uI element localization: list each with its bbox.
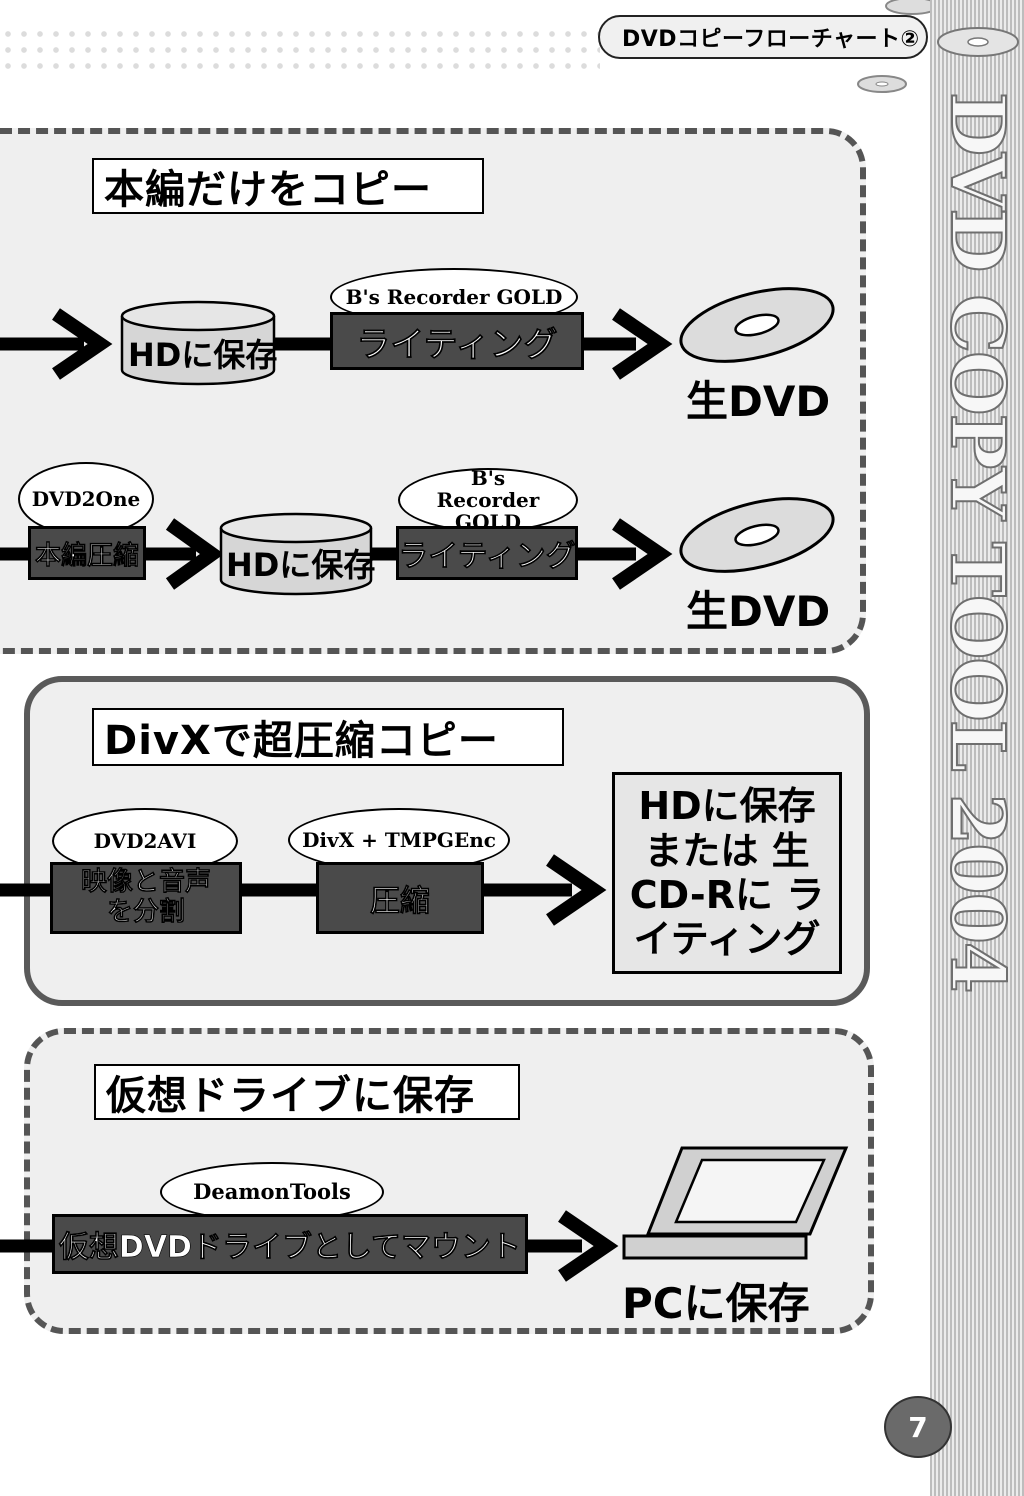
section-title-divx: DivXで超圧縮コピー <box>92 708 564 766</box>
laptop-icon <box>622 1146 849 1260</box>
page-number: 7 <box>884 1396 952 1458</box>
hd-cylinder-icon <box>120 300 276 386</box>
step-box-mount-virtual-drive: 仮想DVDドライブとしてマウント <box>52 1214 528 1274</box>
section-title-virtual-drive: 仮想ドライブに保存 <box>94 1064 520 1120</box>
result-label: 生DVD <box>686 587 831 636</box>
dvd-disc-icon <box>679 497 835 573</box>
tool-oval-divx-tmpgenc: DivX + TMPGEnc <box>288 808 510 872</box>
virtual-flow-arrows <box>0 1210 619 1282</box>
step-box-compress: 圧縮 <box>316 862 484 934</box>
storage-label: HDに保存 <box>226 546 376 584</box>
disc-icon <box>937 27 1019 57</box>
sidebar-stripe: DVD COPY TOOL 2004 <box>930 0 1024 1496</box>
flow2-arrows <box>0 518 673 590</box>
tool-oval-dvd2one: DVD2One <box>18 462 154 536</box>
step-box-compress-main: 本編圧縮 <box>28 526 146 580</box>
step-box-writing: ライティング <box>330 312 584 370</box>
result-label: 生DVD <box>686 377 831 426</box>
vertical-title: DVD COPY TOOL 2004 <box>933 91 1021 993</box>
step-box-writing: ライティング <box>396 526 578 580</box>
flow1-arrows <box>0 308 673 380</box>
result-label-pc: PCに保存 <box>622 1279 810 1328</box>
tool-oval-deamontools: DeamonTools <box>160 1162 384 1222</box>
hd-cylinder-icon <box>219 512 373 596</box>
chapter-header-tab: DVDコピーフローチャート② <box>598 15 928 59</box>
disc-decoration-icon <box>857 0 939 93</box>
dvd-disc-icon <box>679 287 835 363</box>
dot-pattern <box>0 26 600 70</box>
divx-flow-arrows <box>0 854 607 926</box>
tool-oval-bsrecorder: B's Recorder GOLD <box>398 467 578 533</box>
storage-label: HDに保存 <box>128 336 278 374</box>
result-box-save-or-burn: HDに保存 または 生CD-Rに ライティング <box>612 772 842 974</box>
step-box-split-av: 映像と音声を分割 <box>50 862 242 934</box>
section-title-main-copy: 本編だけをコピー <box>92 158 484 214</box>
chapter-title: DVDコピーフローチャート② <box>622 27 920 52</box>
